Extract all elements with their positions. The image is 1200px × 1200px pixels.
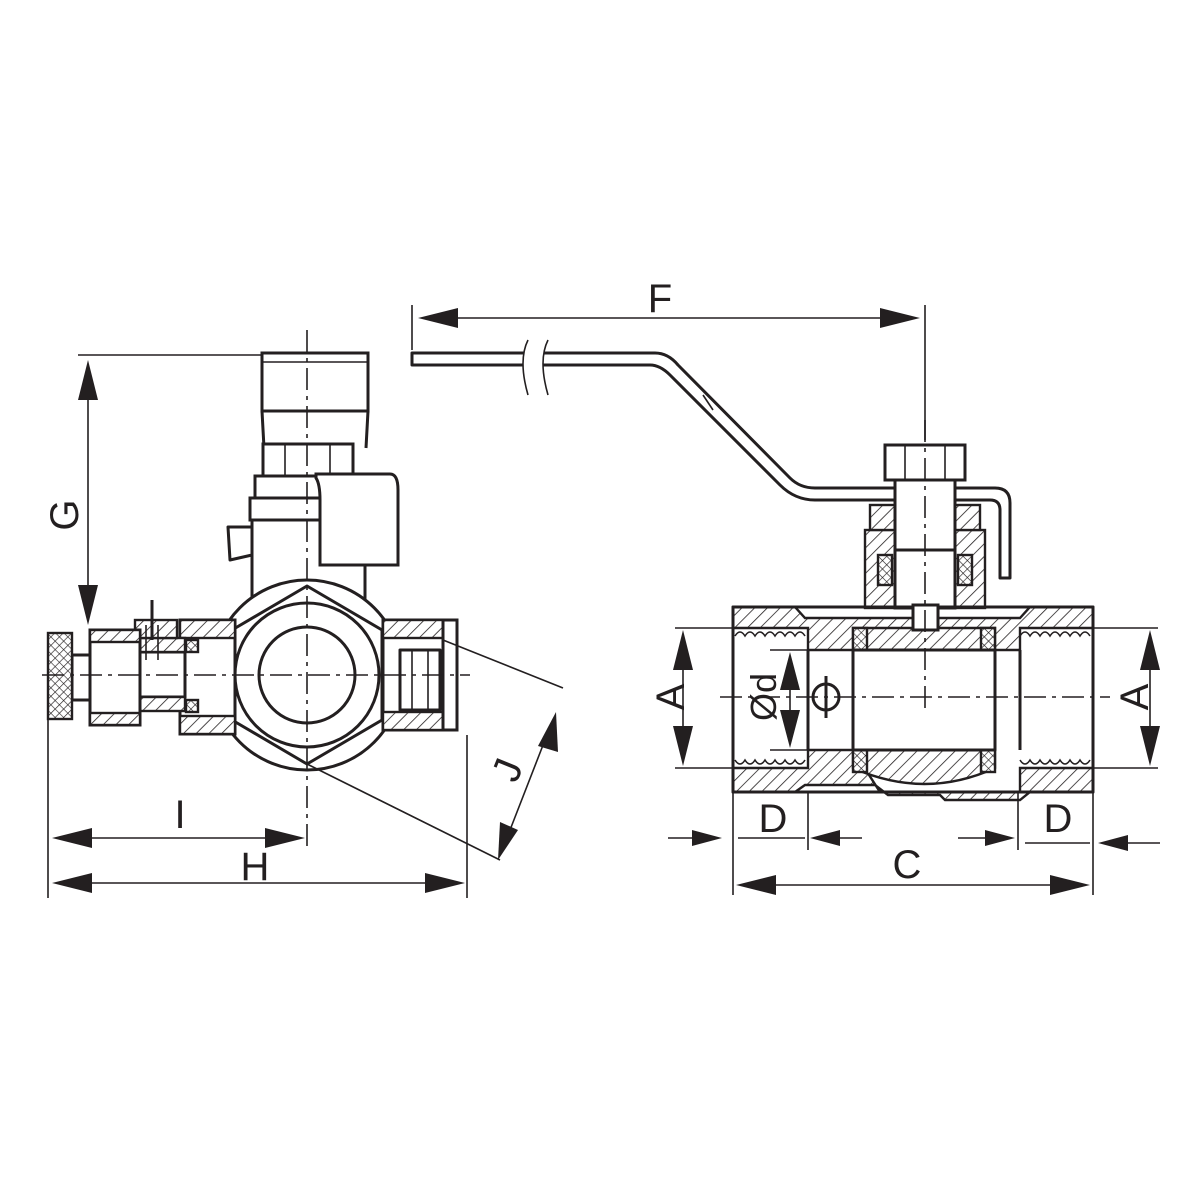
dimension-A-left: A	[649, 627, 733, 769]
dimension-D-left: D	[668, 792, 862, 895]
dimension-A-right: A	[1093, 627, 1160, 769]
label-I: I	[174, 793, 185, 837]
side-view: G I H J	[42, 330, 564, 898]
label-D-left: D	[759, 797, 788, 841]
label-F: F	[648, 277, 672, 321]
drain-body	[88, 628, 142, 727]
lever-break	[523, 340, 548, 395]
label-d: Ød	[743, 673, 784, 721]
ball-bottom	[851, 748, 997, 786]
lever-bracket	[314, 472, 400, 567]
label-G: G	[43, 499, 87, 530]
dimension-C: C	[736, 843, 1090, 895]
threads	[734, 631, 1091, 765]
dimension-G: G	[43, 354, 262, 625]
hex-nut	[261, 442, 355, 478]
dimension-I: I	[47, 720, 305, 898]
label-C: C	[893, 843, 922, 887]
dimension-F: F	[411, 277, 926, 440]
label-H: H	[241, 845, 270, 889]
ball-bore	[851, 648, 997, 752]
label-D-right: D	[1044, 797, 1073, 841]
label-A-left: A	[649, 683, 693, 710]
label-J: J	[484, 753, 532, 788]
dimension-d: Ød	[743, 649, 808, 751]
drain-stem	[70, 653, 92, 702]
stop-tab	[226, 525, 254, 562]
lever-handle	[410, 351, 1012, 580]
label-A-right: A	[1113, 683, 1157, 710]
dimension-D-right: D	[958, 792, 1160, 895]
front-view: F A A Ød	[410, 277, 1160, 895]
stem-housing	[260, 410, 370, 449]
knurled-knob	[46, 631, 74, 721]
dimension-H: H	[52, 735, 468, 898]
